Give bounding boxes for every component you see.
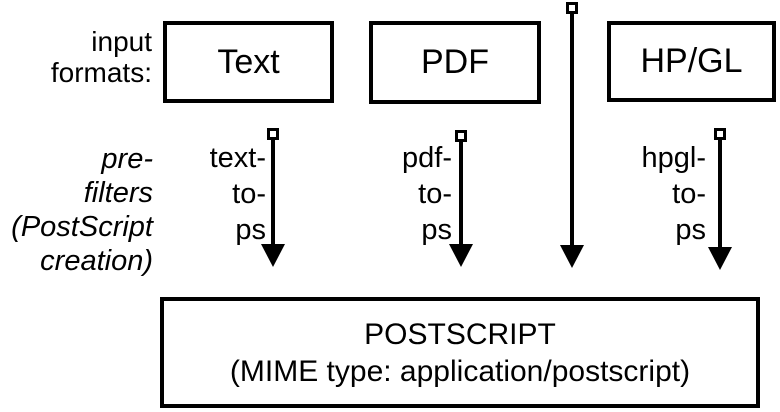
filter-label-texttops: text- to- ps (209, 142, 266, 246)
arrowhead-icon (261, 244, 285, 267)
text-tops-arrow (260, 128, 286, 267)
arrowhead-icon (449, 244, 473, 267)
input-format-label-pdf: PDF (421, 43, 489, 81)
input-format-box-pdf: PDF (369, 21, 541, 104)
filter-label-pdftops: pdf- to- ps (402, 142, 452, 246)
arrow-origin-marker (455, 130, 467, 142)
hpgl-tops-arrow (707, 128, 733, 270)
input-formats-row-label: input formats: (50, 26, 152, 88)
input-format-label-text: Text (217, 42, 280, 81)
arrow-line (718, 140, 722, 247)
arrow-origin-marker (714, 128, 726, 140)
postscript-box-title: POSTSCRIPT (364, 317, 556, 351)
postscript-box-mime-type: (MIME type: application/postscript) (229, 354, 691, 388)
direct-postscript-arrow (559, 2, 585, 268)
arrow-line (271, 140, 275, 244)
input-format-box-text: Text (163, 21, 334, 103)
prefilters-row-label: pre- filters (PostScript creation) (11, 143, 153, 277)
pdf-tops-arrow (448, 130, 474, 267)
arrow-origin-marker (267, 128, 279, 140)
arrowhead-icon (560, 245, 584, 268)
input-format-box-hpgl: HP/GL (607, 21, 776, 102)
arrow-origin-marker (566, 2, 578, 14)
postscript-output-box: POSTSCRIPT (MIME type: application/posts… (160, 297, 760, 408)
arrow-line (459, 142, 463, 244)
arrowhead-icon (708, 247, 732, 270)
input-format-label-hpgl: HP/GL (640, 42, 743, 80)
filter-label-hpgltops: hpgl- to- ps (641, 142, 707, 246)
arrow-line (570, 14, 574, 245)
